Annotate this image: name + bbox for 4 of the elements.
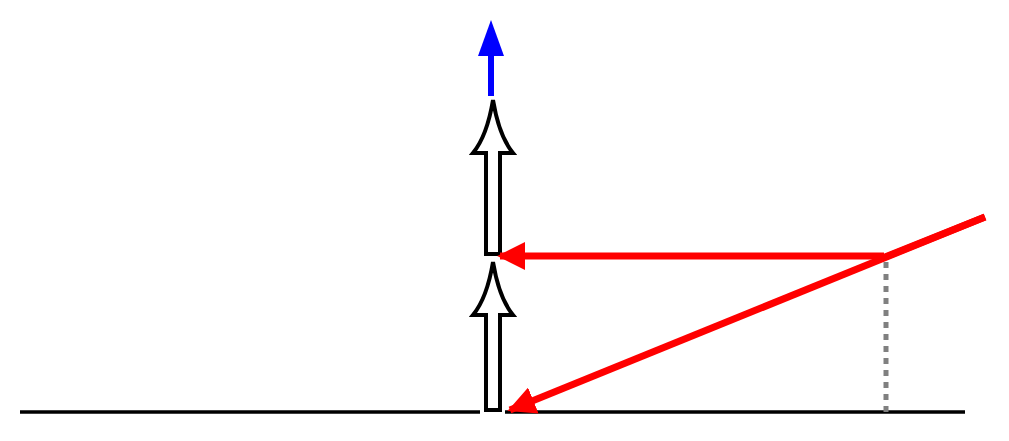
arrow	[497, 242, 884, 270]
hollow-arrow	[470, 260, 516, 412]
hollow-arrow	[470, 98, 516, 256]
arrow	[507, 213, 987, 414]
